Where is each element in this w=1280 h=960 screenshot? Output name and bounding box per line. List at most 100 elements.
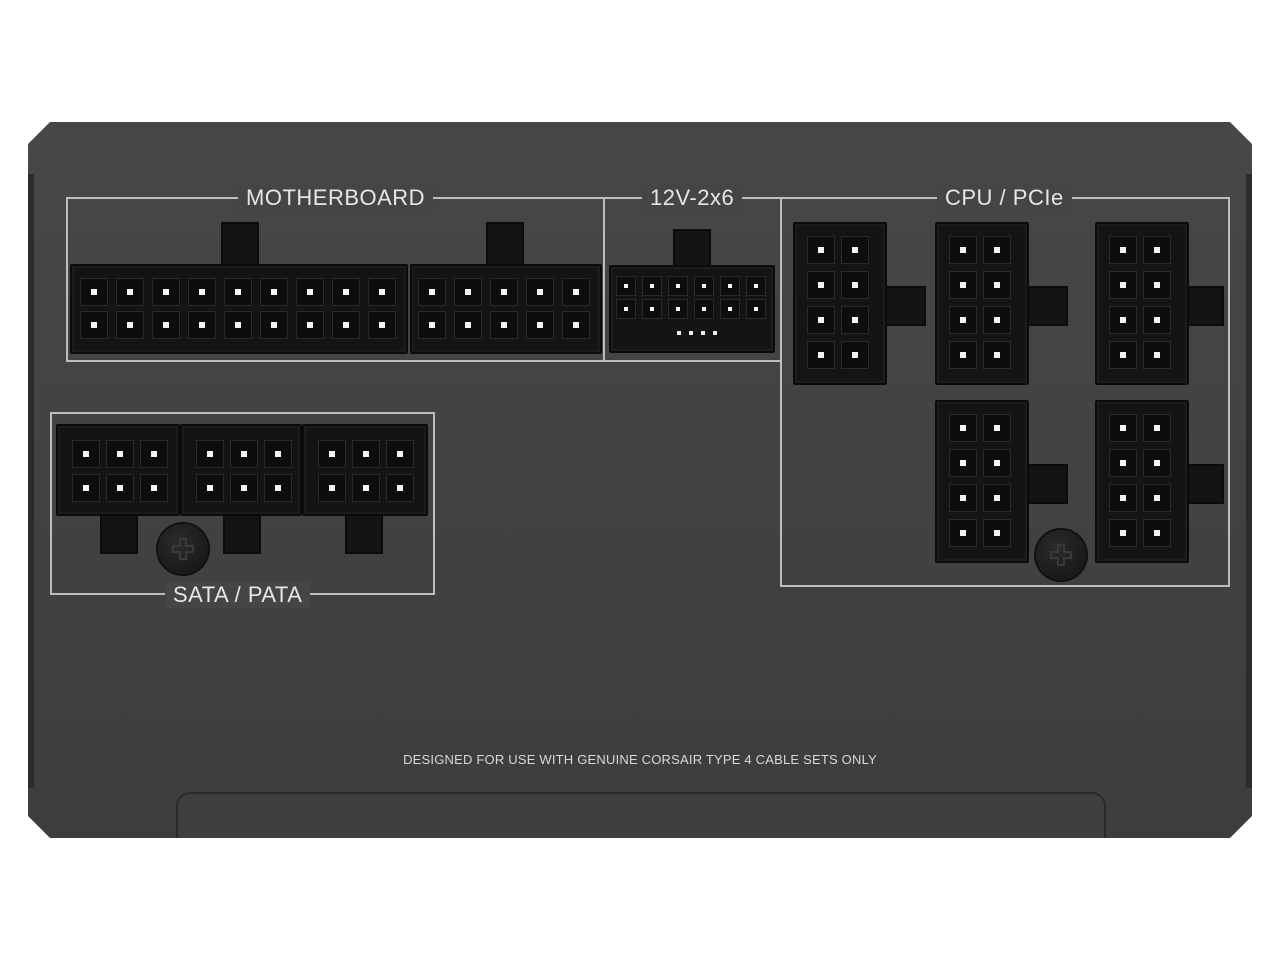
connector-pin [1109, 306, 1137, 334]
sata-pata-label: SATA / PATA [165, 582, 311, 608]
connector-pin [368, 278, 396, 306]
connector-pin [983, 414, 1011, 442]
latch-tab [882, 286, 926, 326]
connector-pin [983, 341, 1011, 369]
connector-pin [841, 271, 869, 299]
connector-pin [949, 341, 977, 369]
connector-pin [983, 484, 1011, 512]
connector-pin [80, 311, 108, 339]
connector-pin [807, 341, 835, 369]
twelve-v-2x6-connector[interactable] [609, 265, 775, 353]
cpu-pcie-connector-5[interactable] [1095, 400, 1189, 563]
connector-pin [332, 311, 360, 339]
left-side-rail [28, 174, 34, 788]
connector-pin [490, 311, 518, 339]
connector-pin [224, 311, 252, 339]
connector-pin [1109, 449, 1137, 477]
connector-pin [562, 311, 590, 339]
connector-pin [616, 299, 636, 319]
connector-pin [106, 474, 134, 502]
latch-tab [1184, 286, 1224, 326]
connector-pin [949, 306, 977, 334]
connector-pin [454, 311, 482, 339]
connector-pin [260, 311, 288, 339]
motherboard-10pin-connector[interactable] [410, 264, 602, 354]
connector-pin [807, 271, 835, 299]
connector-pin [746, 276, 766, 296]
sata-pata-connector-1[interactable] [56, 424, 180, 516]
sata-pata-connector-3[interactable] [302, 424, 428, 516]
connector-pin [1143, 341, 1171, 369]
connector-pin [983, 306, 1011, 334]
connector-pin [949, 271, 977, 299]
connector-pin [1143, 236, 1171, 264]
cpu-pcie-label: CPU / PCIe [937, 185, 1072, 211]
connector-pin [386, 440, 414, 468]
connector-pin [1109, 236, 1137, 264]
cpu-pcie-connector-3[interactable] [1095, 222, 1189, 385]
connector-pin [1143, 414, 1171, 442]
connector-pin [526, 311, 554, 339]
connector-pin [694, 299, 714, 319]
connector-pin [296, 311, 324, 339]
connector-pin [116, 278, 144, 306]
connector-pin [1143, 306, 1171, 334]
connector-pin [668, 299, 688, 319]
connector-pin [318, 474, 346, 502]
connector-pin [318, 440, 346, 468]
connector-pin [949, 484, 977, 512]
connector-pin [1109, 271, 1137, 299]
connector-pin [296, 278, 324, 306]
connector-pin [841, 236, 869, 264]
connector-pin [841, 306, 869, 334]
connector-pin [260, 278, 288, 306]
right-side-rail [1246, 174, 1252, 788]
connector-pin [668, 276, 688, 296]
connector-pin [949, 414, 977, 442]
latch-tab [1184, 464, 1224, 504]
section-divider [603, 197, 605, 362]
connector-pin [264, 440, 292, 468]
connector-pin [1109, 341, 1137, 369]
connector-pin [1143, 449, 1171, 477]
connector-pin [418, 311, 446, 339]
connector-pin [386, 474, 414, 502]
connector-pin [562, 278, 590, 306]
connector-pin [188, 278, 216, 306]
connector-pin [140, 440, 168, 468]
cpu-pcie-connector-4[interactable] [935, 400, 1029, 563]
connector-pin [720, 276, 740, 296]
connector-pin [352, 474, 380, 502]
connector-pin [1109, 519, 1137, 547]
latch-tab [1024, 464, 1068, 504]
sense-pin [713, 331, 717, 335]
connector-pin [490, 278, 518, 306]
motherboard-18pin-connector[interactable] [70, 264, 408, 354]
sata-pata-connector-2[interactable] [180, 424, 302, 516]
connector-pin [1143, 519, 1171, 547]
connector-pin [224, 278, 252, 306]
connector-pin [983, 519, 1011, 547]
connector-pin [454, 278, 482, 306]
connector-pin [949, 519, 977, 547]
connector-pin [368, 311, 396, 339]
connector-pin [1109, 414, 1137, 442]
connector-pin [526, 278, 554, 306]
screw-icon [1036, 530, 1086, 580]
connector-pin [418, 278, 446, 306]
connector-pin [616, 276, 636, 296]
connector-pin [807, 236, 835, 264]
connector-pin [230, 440, 258, 468]
cpu-pcie-connector-1[interactable] [793, 222, 887, 385]
connector-pin [746, 299, 766, 319]
cpu-pcie-connector-2[interactable] [935, 222, 1029, 385]
connector-pin [694, 276, 714, 296]
connector-pin [983, 236, 1011, 264]
connector-pin [332, 278, 360, 306]
connector-pin [152, 278, 180, 306]
twelve-v-label: 12V-2x6 [642, 185, 743, 211]
sense-pin [689, 331, 693, 335]
connector-pin [116, 311, 144, 339]
connector-pin [1143, 271, 1171, 299]
